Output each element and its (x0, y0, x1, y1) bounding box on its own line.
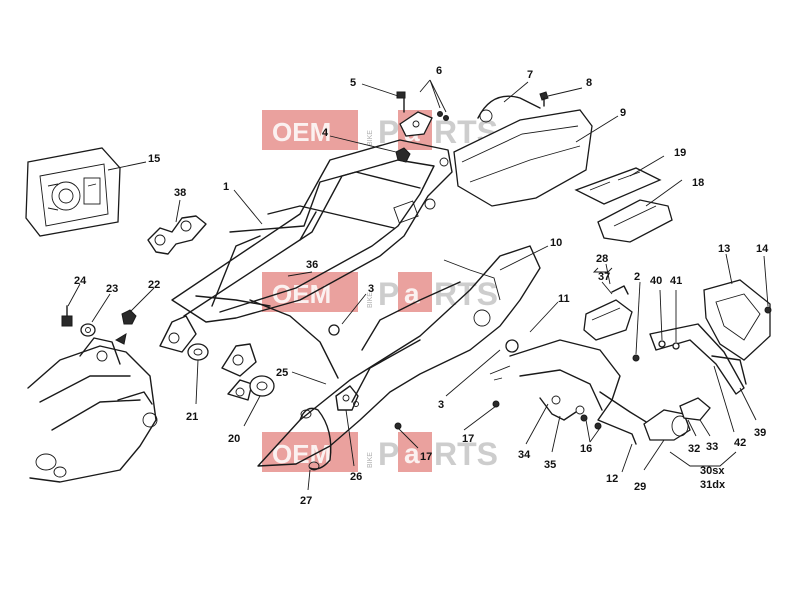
callout-5: 5 (350, 77, 356, 89)
watermark-middle: OEM BIKE P a RTS (262, 272, 498, 312)
part-fuse-box (25, 147, 121, 237)
callout-1: 1 (223, 181, 229, 193)
part-nut-4 (395, 147, 411, 163)
callout-32: 32 (688, 443, 700, 455)
callout-37: 37 (598, 271, 610, 283)
svg-text:P: P (378, 114, 399, 150)
part-rear-harness (489, 339, 657, 445)
callout-15: 15 (148, 153, 160, 165)
callout-25: 25 (276, 367, 288, 379)
callout-7: 7 (527, 69, 533, 81)
callout-20: 20 (228, 433, 240, 445)
part-washer-23 (80, 323, 96, 337)
part-lens (679, 397, 711, 421)
callout-34: 34 (518, 449, 531, 461)
part-decal (574, 167, 662, 205)
callout-24: 24 (74, 275, 87, 287)
part-plate-holder (703, 279, 771, 361)
svg-text:BIKE: BIKE (367, 292, 374, 308)
callout-41: 41 (670, 275, 682, 287)
callout-38: 38 (174, 187, 186, 199)
callout-16: 16 (580, 443, 592, 455)
part-nut-22 (121, 309, 137, 325)
svg-text:BIKE: BIKE (367, 130, 374, 146)
callout-33: 33 (706, 441, 718, 453)
svg-text:P: P (378, 276, 399, 312)
callout-10: 10 (550, 237, 562, 249)
callout-12: 12 (606, 473, 618, 485)
part-tail-seat (257, 245, 541, 467)
part-small-bolts (328, 306, 772, 430)
svg-text:OEM: OEM (272, 439, 331, 469)
part-cable-clamp (335, 385, 359, 411)
callout-26: 26 (350, 471, 362, 483)
svg-text:OEM: OEM (272, 279, 331, 309)
callout-3a: 3 (368, 283, 374, 295)
callout-39: 39 (754, 427, 766, 439)
callout-19: 19 (674, 147, 686, 159)
part-mount-20 (249, 375, 275, 397)
part-turn-signal (643, 409, 691, 441)
part-clamp (147, 215, 207, 255)
callout-13: 13 (718, 243, 730, 255)
callout-42: 42 (734, 437, 746, 449)
callout-21: 21 (186, 411, 198, 423)
callout-36: 36 (306, 259, 318, 271)
part-bracket-6 (399, 111, 449, 137)
callout-22: 22 (148, 279, 160, 291)
callout-9: 9 (620, 107, 626, 119)
svg-text:a: a (404, 438, 420, 469)
watermark-bottom: OEM BIKE P a RTS (262, 432, 498, 472)
part-main-frame (27, 337, 158, 483)
callout-11: 11 (558, 293, 570, 305)
svg-text:P: P (378, 436, 399, 472)
callout-30: 30sx (700, 465, 725, 477)
callout-labels: 1 2 3 3 4 5 6 7 8 9 10 11 12 13 14 15 16… (74, 65, 769, 507)
callout-29: 29 (634, 481, 646, 493)
part-bolt-24 (61, 305, 73, 327)
callout-28: 28 (596, 253, 608, 265)
callout-17b: 17 (462, 433, 474, 445)
callout-3b: 3 (438, 399, 444, 411)
part-license-bracket (649, 323, 747, 395)
part-rear-frame (159, 139, 453, 401)
part-arrow (114, 332, 127, 345)
part-mount-21 (187, 343, 209, 361)
part-bolt-5 (396, 91, 406, 113)
part-screw-8 (539, 91, 549, 107)
part-strap (597, 199, 673, 243)
callout-2: 2 (634, 271, 640, 283)
watermark-top: OEM BIKE P a RTS (262, 110, 498, 150)
callout-23: 23 (106, 283, 118, 295)
part-cable (299, 407, 332, 471)
callout-4: 4 (322, 127, 329, 139)
svg-text:BIKE: BIKE (367, 452, 374, 468)
callout-8: 8 (586, 77, 592, 89)
callout-6: 6 (436, 65, 442, 77)
part-connector (583, 285, 633, 341)
callout-18: 18 (692, 177, 704, 189)
callout-31: 31dx (700, 479, 726, 491)
leader-lines (67, 79, 769, 491)
svg-text:OEM: OEM (272, 117, 331, 147)
callout-40: 40 (650, 275, 662, 287)
callout-35: 35 (544, 459, 556, 471)
callout-27: 27 (300, 495, 312, 507)
callout-14: 14 (756, 243, 769, 255)
callout-17a: 17 (420, 451, 432, 463)
part-battery-tray (453, 95, 593, 207)
svg-text:RTS: RTS (434, 436, 498, 472)
